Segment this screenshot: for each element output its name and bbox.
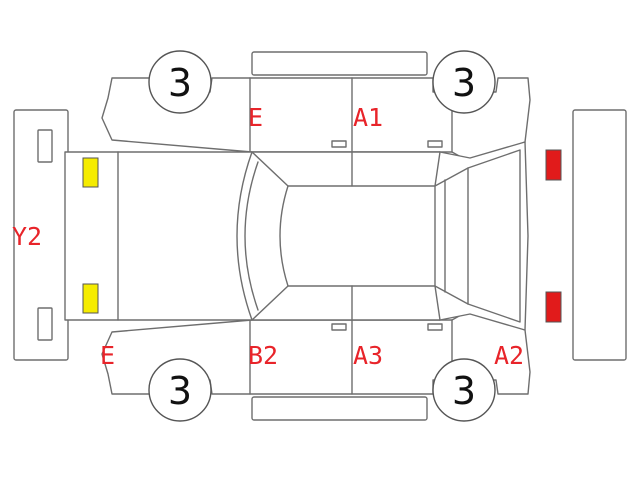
wheel-front-left-value: 3 [168,61,192,105]
rear-window [236,151,289,321]
label-bottom-left-door: B2 [248,341,279,370]
wheel-front-left: 3 [148,50,212,114]
wheel-front-right-value: 3 [452,61,476,105]
wheel-rear-right-value: 3 [452,369,476,413]
label-top-right-door: A1 [353,103,384,132]
label-bottom-left-corner: E [100,341,116,370]
roof [279,185,436,287]
rear-bumper-tab-bottom [37,307,53,341]
label-bottom-right-corner: A2 [494,341,525,370]
rear-marker-top [82,157,99,188]
label-bottom-right-door: A3 [353,341,384,370]
bottom-door-handle-front [427,323,443,331]
front-marker-top [545,149,562,181]
label-rear-bumper: Y2 [12,222,43,251]
front-marker-bottom [545,291,562,323]
top-door-handle-rear [331,140,347,148]
front-bumper [572,109,627,361]
top-door-handle-front [427,140,443,148]
rear-marker-bottom [82,283,99,314]
wheel-rear-left-value: 3 [168,369,192,413]
hood [467,149,521,323]
windshield [434,151,469,321]
label-top-left-door: E [248,103,264,132]
top-roof-bar [251,51,428,76]
bottom-roof-bar [251,396,428,421]
rear-bumper-tab-top [37,129,53,163]
bottom-door-handle-rear [331,323,347,331]
wheel-rear-right: 3 [432,358,496,422]
wheel-front-right: 3 [432,50,496,114]
wheel-rear-left: 3 [148,358,212,422]
